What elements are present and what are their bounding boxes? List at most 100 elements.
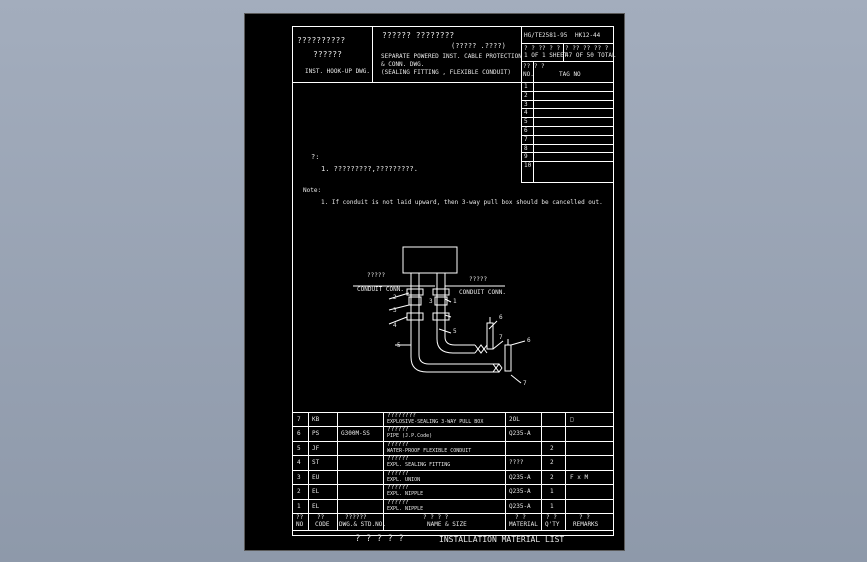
cell-qty: 2 — [550, 459, 554, 467]
cell-name: EXPL. NIPPLE — [387, 491, 424, 498]
cell-code: EU — [312, 473, 320, 481]
hdr-code-q: ?? — [317, 514, 325, 521]
right-conduit-label: CONDUIT CONN. — [459, 289, 506, 296]
title-divider-2 — [521, 27, 522, 182]
col-line-3 — [383, 412, 384, 530]
sheet-count: 1 OF 1 SHEET — [524, 52, 568, 59]
cell-remark: □ — [570, 416, 574, 423]
tag-row-number: 10 — [524, 162, 532, 170]
hdr-no: NO — [296, 521, 304, 528]
left-conduit-q: ????? — [367, 272, 386, 279]
cell-remark: F x M — [570, 473, 589, 481]
callout-7-upper: 7 — [499, 334, 503, 341]
total-count: 47 OF 50 TOTAL — [565, 52, 616, 59]
cell-name: EXPL. NIPPLE — [387, 505, 424, 512]
tag-row-number: 3 — [524, 100, 528, 108]
hdr-qty-q: ? ? — [546, 514, 557, 521]
hdr-spec-q: ?????? — [345, 514, 367, 521]
cell-name-q: ?????? — [387, 484, 409, 492]
title-mid-line3: SEPARATE POWERED INST. CABLE PROTECTION — [381, 53, 522, 60]
cell-no: 6 — [297, 430, 301, 438]
title-mid-line5: (SEALING FITTING , FLEXIBLE CONDUIT) — [381, 69, 512, 76]
tag-row-number: 7 — [524, 135, 528, 143]
cell-qty: 1 — [550, 488, 554, 496]
tb-line-b — [521, 61, 613, 62]
cell-no: 2 — [297, 488, 301, 496]
material-row-line — [293, 498, 613, 500]
cell-material: Q235-A — [509, 488, 531, 496]
tag-row-line — [521, 161, 613, 163]
tag-header: TAG NO — [559, 71, 581, 78]
tb-line-c — [563, 43, 564, 61]
drawing-frame: ?????????? ?????? INST. HOOK-UP DWG. ???… — [292, 26, 616, 544]
callout-2: 2 — [393, 294, 397, 301]
cell-name-q: ?????? — [387, 426, 409, 434]
col-line-6 — [565, 412, 566, 530]
cell-no: 4 — [297, 459, 301, 467]
title-mid-line4: & CONN. DWG. — [381, 61, 425, 68]
col-line-5 — [541, 412, 542, 530]
cell-no: 5 — [297, 444, 301, 452]
hdr-name: NAME & SIZE — [427, 521, 467, 528]
material-row-line — [293, 440, 613, 442]
note-cn-head: ?: — [311, 153, 320, 161]
material-header-top — [293, 513, 613, 514]
callout-7-lower: 7 — [523, 380, 527, 387]
callout-4: 4 — [393, 322, 397, 329]
title-block-bottom-line — [293, 82, 613, 83]
tag-row-line — [521, 152, 613, 154]
tag-row-number: 2 — [524, 91, 528, 99]
callout-5-right: 5 — [453, 328, 457, 335]
tag-row-line — [521, 99, 613, 101]
cell-material: 2OL — [509, 416, 520, 423]
callout-1: 1 — [453, 298, 457, 305]
hdr-no-q: ?? — [296, 514, 304, 521]
col-line-2 — [337, 412, 338, 530]
tag-row-line — [521, 143, 613, 145]
tag-row-line — [521, 108, 613, 110]
tag-row-line — [521, 117, 613, 119]
cell-spec: G300M-SS — [341, 430, 370, 438]
tag-header-q: ?? ? ? — [523, 63, 545, 70]
cell-qty: 1 — [550, 502, 554, 510]
hdr-remarks-q: ? ? — [579, 514, 590, 521]
note-en-head: Note: — [303, 187, 322, 194]
cell-code: KB — [312, 416, 320, 423]
tag-row-line — [521, 90, 613, 92]
cell-no: 3 — [297, 473, 301, 481]
cell-name-q: ?????? — [387, 455, 409, 463]
tag-row-number: 9 — [524, 153, 528, 161]
title-divider-1 — [372, 27, 373, 82]
tag-row-number: 1 — [524, 83, 528, 90]
note-cn-item: 1. ?????????,?????????. — [321, 165, 418, 173]
callout-3-mid: 3 — [429, 298, 433, 305]
cell-no: 1 — [297, 502, 301, 510]
footer-title: INSTALLATION MATERIAL LIST — [439, 535, 565, 544]
cell-name-q: ???????? — [387, 412, 416, 419]
hdr-code: CODE — [315, 521, 330, 528]
cell-name: EXPL. UNION — [387, 476, 421, 483]
cell-code: PS — [312, 430, 320, 438]
callout-5-left: 5 — [397, 342, 401, 349]
material-top-line — [293, 412, 613, 413]
note-en-item: 1. If conduit is not laid upward, then 3… — [321, 199, 603, 206]
title-mid-line2: (????? .????) — [451, 42, 506, 50]
cell-material: Q235-A — [509, 502, 531, 510]
cell-name: EXPLOSIVE-SEALING 3-WAY PULL BOX — [387, 419, 484, 425]
material-row-line — [293, 469, 613, 471]
dwg-number: HG/TE2581-95 — [524, 32, 568, 39]
cell-name-q: ?????? — [387, 469, 409, 477]
callout-3-left: 3 — [393, 307, 397, 314]
col-line-4 — [505, 412, 506, 530]
footer-title-q: ? ? ? ? ? — [355, 534, 404, 544]
callout-6-lower: 6 — [527, 337, 531, 344]
tag-no-header: NO. — [523, 71, 534, 78]
cell-code: JF — [312, 444, 320, 452]
hdr-name-q: ? ? ? ? — [423, 514, 449, 521]
cell-material: ???? — [509, 459, 524, 467]
cell-name: EXPL. SEALING FITTING — [387, 462, 451, 469]
tag-row-number: 6 — [524, 127, 528, 134]
cell-qty: 2 — [550, 444, 554, 452]
hdr-material: MATERIAL — [509, 521, 538, 528]
hdr-spec: DWG.& STD.NO. — [339, 521, 386, 528]
